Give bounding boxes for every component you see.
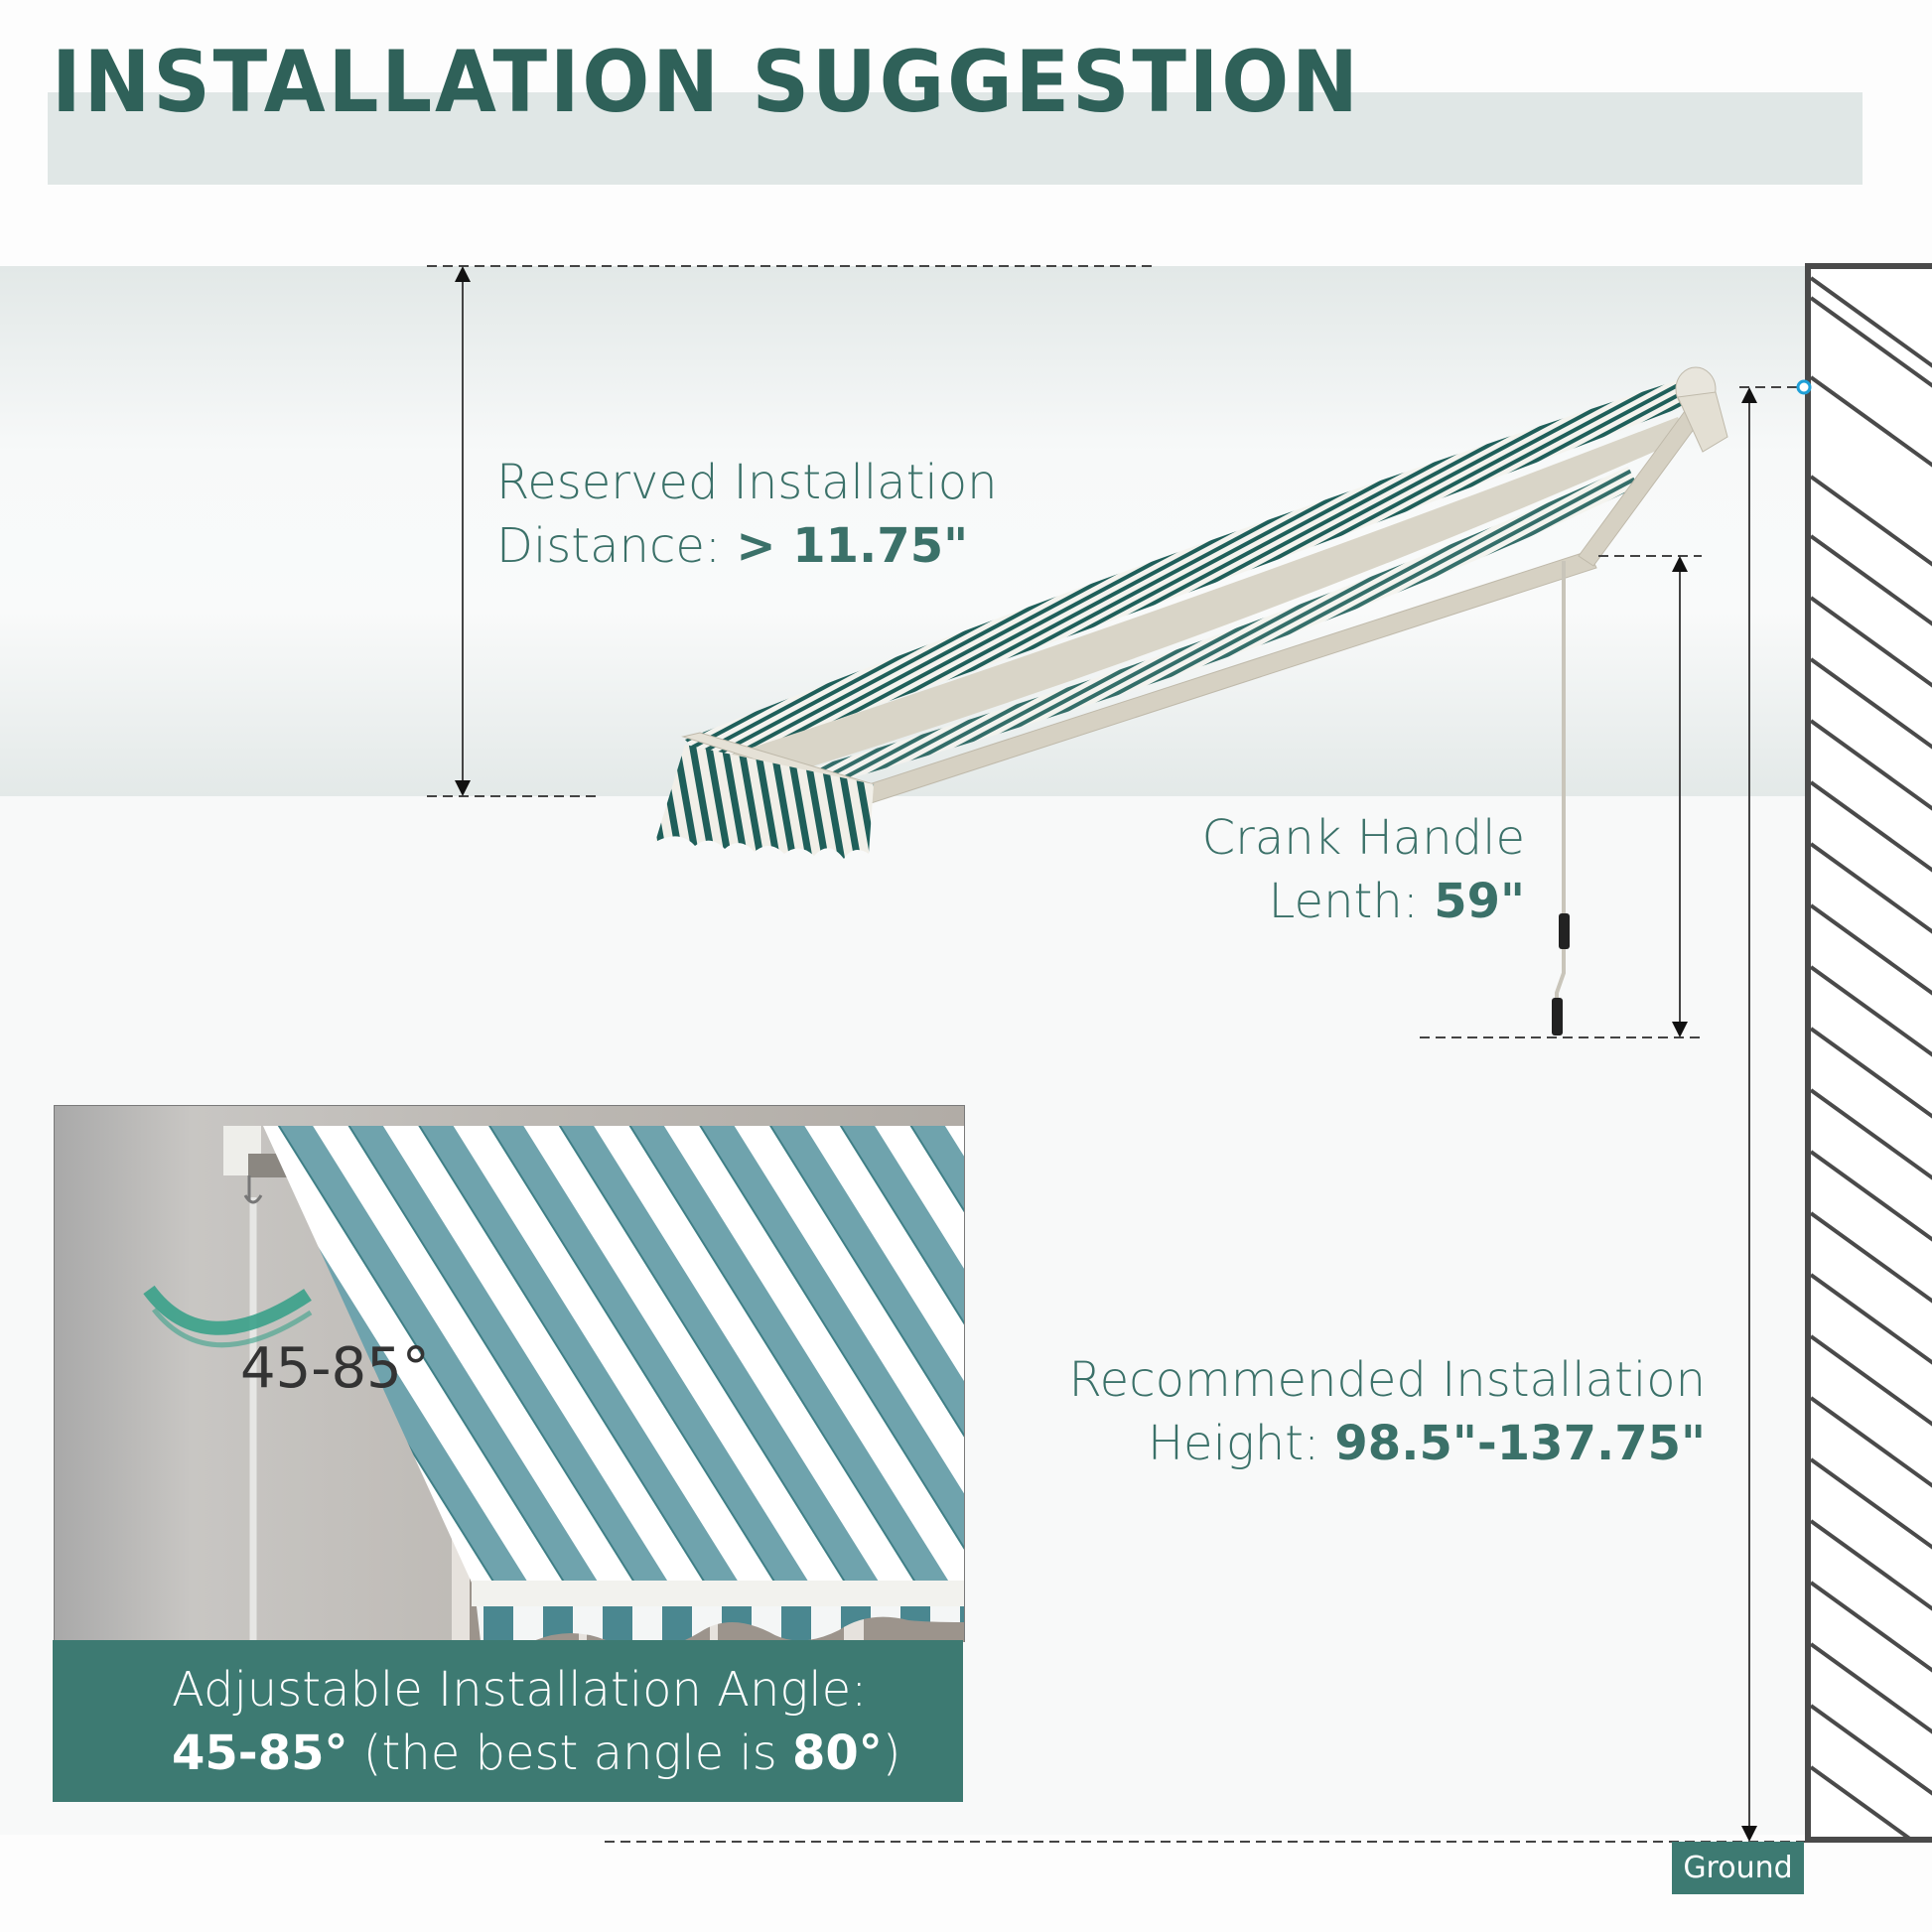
crank-handle-label: Crank Handle Lenth: 59"	[1122, 806, 1525, 933]
inset-awning-illustration	[55, 1106, 964, 1642]
crank-handle-line1: Crank Handle	[1201, 810, 1525, 866]
crank-handle-prefix: Lenth:	[1268, 874, 1419, 929]
recommended-height-line1: Recommended Installation	[1068, 1352, 1706, 1408]
angle-caption-mid: (the best angle is	[362, 1725, 777, 1781]
title-bar-background	[48, 92, 1863, 185]
reserved-distance-label: Reserved Installation Distance: > 11.75"	[496, 451, 998, 578]
angle-inset-photo: 45-85°	[54, 1105, 965, 1642]
angle-caption-best: 80°	[792, 1725, 883, 1781]
ground-label: Ground	[1672, 1842, 1804, 1894]
angle-arc-icon	[143, 1285, 313, 1348]
angle-caption-line1: Adjustable Installation Angle:	[172, 1662, 868, 1718]
page-title: INSTALLATION SUGGESTION	[52, 33, 1361, 132]
reserved-distance-dimension	[427, 265, 1155, 797]
installation-height-dimension	[605, 386, 1805, 1843]
angle-caption-range: 45-85°	[172, 1725, 348, 1781]
awning-illustration	[655, 366, 1728, 1035]
mount-point-icon	[1796, 379, 1812, 395]
recommended-height-label: Recommended Installation Height: 98.5"-1…	[1060, 1348, 1706, 1475]
recommended-height-prefix: Height:	[1147, 1416, 1320, 1471]
inset-angle-label: 45-85°	[240, 1336, 430, 1401]
crank-handle-value: 59"	[1434, 874, 1525, 929]
reserved-distance-prefix: Distance:	[496, 518, 722, 574]
angle-caption-bar: Adjustable Installation Angle: 45-85° (t…	[53, 1640, 963, 1802]
reserved-distance-line1: Reserved Installation	[496, 455, 998, 510]
reserved-distance-value: > 11.75"	[736, 518, 969, 574]
hatched-wall-icon	[1805, 263, 1932, 1843]
crank-length-dimension	[1420, 555, 1702, 1038]
angle-caption-text: Adjustable Installation Angle: 45-85° (t…	[172, 1658, 901, 1785]
recommended-height-value: 98.5"-137.75"	[1334, 1416, 1706, 1471]
angle-caption-end: )	[882, 1725, 901, 1781]
